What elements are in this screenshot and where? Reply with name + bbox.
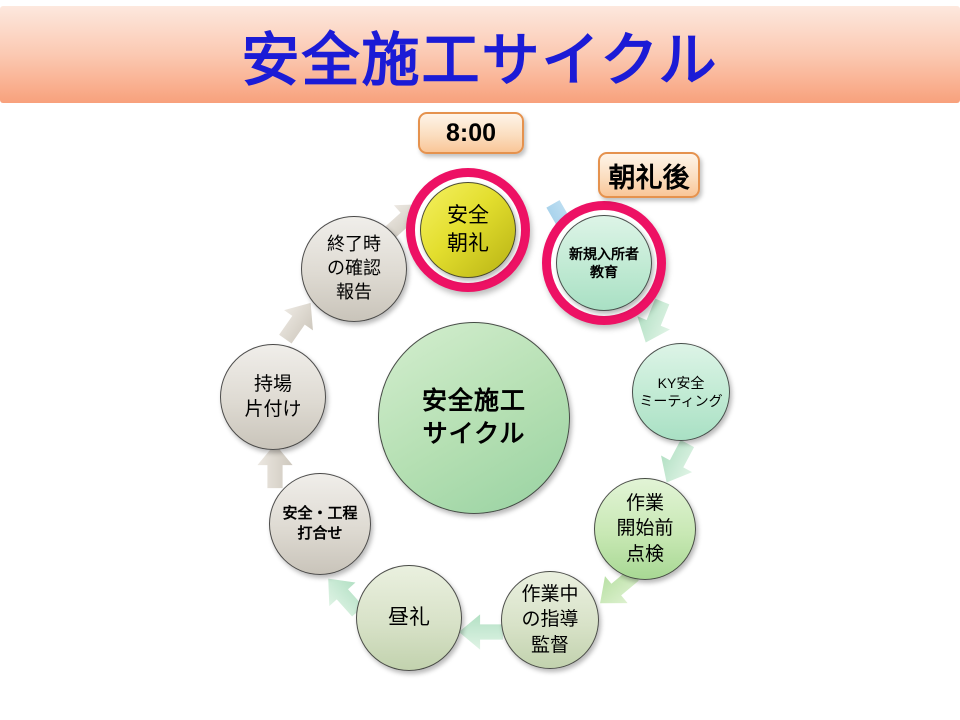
node-pre-work-inspection: 作業 開始前 点検 bbox=[594, 478, 696, 580]
node-line: 朝礼 bbox=[447, 232, 489, 255]
node-line: KY安全 bbox=[657, 374, 705, 391]
time-badge-label: 8:00 bbox=[445, 118, 497, 147]
node-line: 昼礼 bbox=[388, 606, 430, 630]
node-noon-assembly: 昼礼 bbox=[356, 565, 462, 671]
node-line: 作業中 bbox=[521, 584, 579, 606]
time-badge: 8:00 bbox=[418, 112, 524, 154]
highlight-ring-morning-assembly: 安全 朝礼 bbox=[406, 168, 530, 292]
slide-title: 安全施工サイクル bbox=[241, 27, 719, 93]
center-node-safety-cycle: 安全施工 サイクル bbox=[378, 322, 570, 514]
node-ky-safety-meeting: KY安全 ミーティング bbox=[632, 343, 730, 441]
after-morning-badge: 朝礼後 bbox=[598, 152, 700, 198]
node-newcomer-education: 新規入所者 教育 bbox=[556, 215, 652, 311]
after-morning-badge-label: 朝礼後 bbox=[608, 162, 690, 193]
node-line: の確認 bbox=[327, 258, 381, 279]
highlight-ring-newcomer-education: 新規入所者 教育 bbox=[542, 201, 666, 325]
node-line: 開始前 bbox=[616, 518, 674, 540]
arrow-during-to-noon-icon bbox=[458, 612, 504, 652]
node-line: 教育 bbox=[590, 264, 618, 280]
node-line: 打合せ bbox=[297, 525, 343, 542]
node-line: の指導 bbox=[521, 609, 579, 631]
node-line: 片付け bbox=[244, 399, 302, 420]
center-node-line: サイクル bbox=[422, 420, 526, 448]
node-line: 持場 bbox=[253, 373, 292, 395]
center-node-line: 安全施工 bbox=[421, 387, 526, 415]
node-line: 監督 bbox=[530, 634, 569, 656]
node-line: 報告 bbox=[336, 281, 372, 302]
node-line: 終了時 bbox=[327, 234, 381, 255]
node-line: 安全・工程 bbox=[282, 505, 358, 523]
node-line: 新規入所者 bbox=[569, 245, 639, 262]
node-line: 安全 bbox=[447, 204, 489, 228]
node-line: 点検 bbox=[625, 543, 664, 565]
node-workplace-cleanup: 持場 片付け bbox=[220, 344, 326, 450]
node-safety-morning-assembly: 安全 朝礼 bbox=[420, 182, 516, 278]
node-safety-process-meeting: 安全・工程 打合せ bbox=[269, 473, 371, 575]
node-supervision-during-work: 作業中 の指導 監督 bbox=[501, 571, 599, 669]
node-line: ミーティング bbox=[639, 393, 723, 409]
title-banner: 安全施工サイクル bbox=[0, 6, 960, 103]
node-end-of-day-check-report: 終了時 の確認 報告 bbox=[301, 216, 407, 322]
node-line: 作業 bbox=[625, 493, 664, 515]
